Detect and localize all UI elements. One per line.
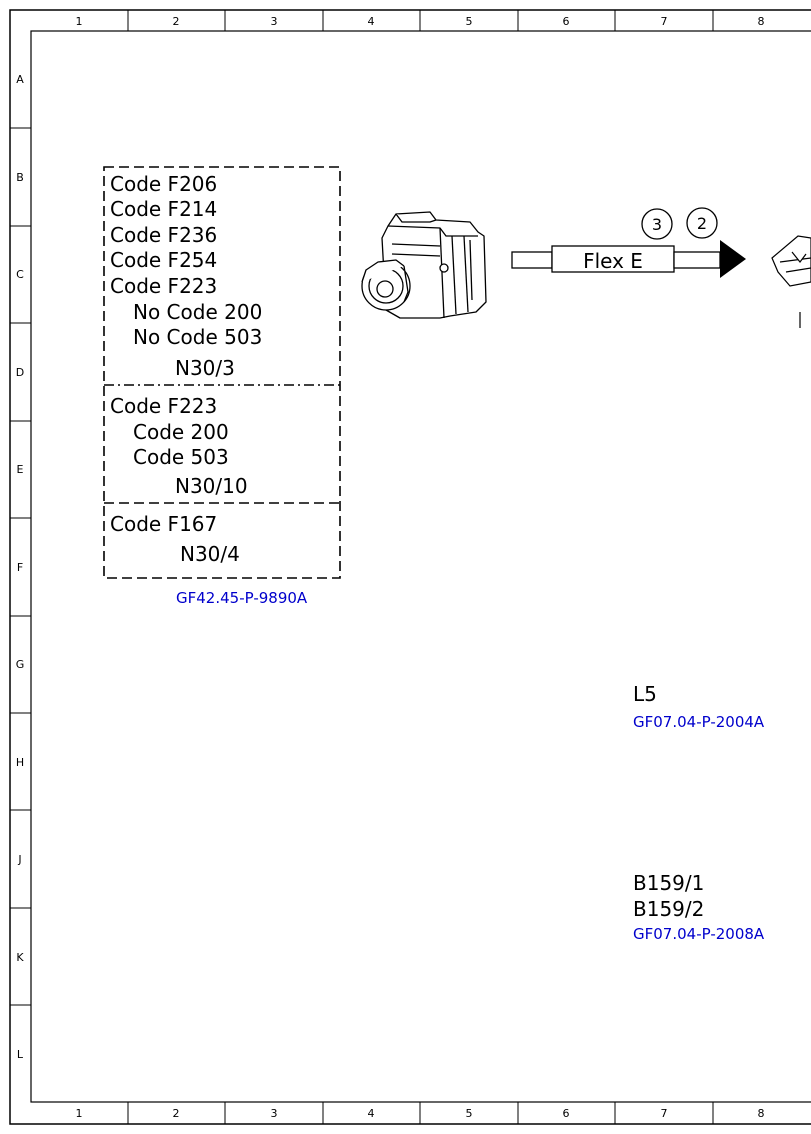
column-label: 1: [76, 1107, 83, 1120]
row-label: L: [17, 1048, 24, 1061]
component-partial-icon: [771, 235, 811, 328]
code-line: Code F206: [110, 172, 217, 196]
bottom-ruler: [127, 1102, 714, 1124]
row-label: E: [17, 463, 24, 476]
row-label: G: [16, 658, 25, 671]
code-line: Code F236: [110, 223, 217, 247]
column-label: 7: [661, 15, 668, 28]
column-label: 2: [173, 15, 180, 28]
column-label: 8: [758, 1107, 765, 1120]
arrow-head-icon: [720, 240, 746, 278]
marker-circle-3: 3: [641, 208, 673, 240]
column-label: 6: [563, 15, 570, 28]
marker-number: 3: [652, 215, 662, 234]
code-line: No Code 200: [133, 300, 262, 324]
row-label: D: [16, 366, 24, 379]
abs-control-unit-icon: [361, 211, 487, 319]
b159-label: B159/2: [633, 897, 704, 921]
bottom-column-labels: 1 2 3 4 5 6 7 8: [76, 1107, 765, 1120]
b159-label: B159/1: [633, 871, 704, 895]
reference-link[interactable]: GF07.04-P-2004A: [633, 713, 765, 731]
code-variant-box: Code F206 Code F214 Code F236 Code F254 …: [103, 166, 341, 579]
column-label: 4: [368, 1107, 375, 1120]
column-label: 3: [271, 1107, 278, 1120]
column-label: 6: [563, 1107, 570, 1120]
row-label: J: [17, 853, 21, 866]
column-label: 3: [271, 15, 278, 28]
column-label: 8: [758, 15, 765, 28]
column-label: 5: [466, 15, 473, 28]
inner-frame: [30, 30, 811, 1103]
reference-link[interactable]: GF42.45-P-9890A: [176, 589, 308, 607]
component-label: N30/3: [175, 356, 235, 380]
marker-number: 2: [697, 214, 707, 233]
connector-tail: [673, 251, 721, 269]
code-line: No Code 503: [133, 325, 262, 349]
row-label: C: [16, 268, 24, 281]
code-line: Code F214: [110, 197, 217, 221]
column-label: 2: [173, 1107, 180, 1120]
connector-label: Flex E: [583, 249, 643, 273]
code-line: Code F223: [110, 274, 217, 298]
code-box-border: [103, 166, 341, 579]
left-ruler: [10, 127, 31, 1006]
column-label: 1: [76, 15, 83, 28]
row-label: F: [17, 561, 23, 574]
column-label: 5: [466, 1107, 473, 1120]
component-label: N30/4: [180, 542, 240, 566]
connector-plug: [511, 251, 553, 269]
left-row-labels: A B C D E F G H J K L: [16, 73, 25, 1061]
code-line: Code 503: [133, 445, 229, 469]
connector-label-box: [551, 245, 675, 273]
top-column-labels: 1 2 3 4 5 6 7 8: [76, 15, 765, 28]
l5-label: L5: [633, 682, 657, 706]
code-line: Code F223: [110, 394, 217, 418]
top-ruler: [127, 10, 714, 31]
flex-e-connector: Flex E: [511, 240, 746, 278]
code-line: Code F254: [110, 248, 217, 272]
marker-circle-2: 2: [686, 207, 718, 239]
code-line: Code 200: [133, 420, 229, 444]
row-label: K: [16, 951, 24, 964]
column-label: 7: [661, 1107, 668, 1120]
row-label: B: [16, 171, 24, 184]
code-line: Code F167: [110, 512, 217, 536]
column-label: 4: [368, 15, 375, 28]
component-label: N30/10: [175, 474, 248, 498]
row-label: H: [16, 756, 24, 769]
row-label: A: [16, 73, 24, 86]
reference-link[interactable]: GF07.04-P-2008A: [633, 925, 765, 943]
